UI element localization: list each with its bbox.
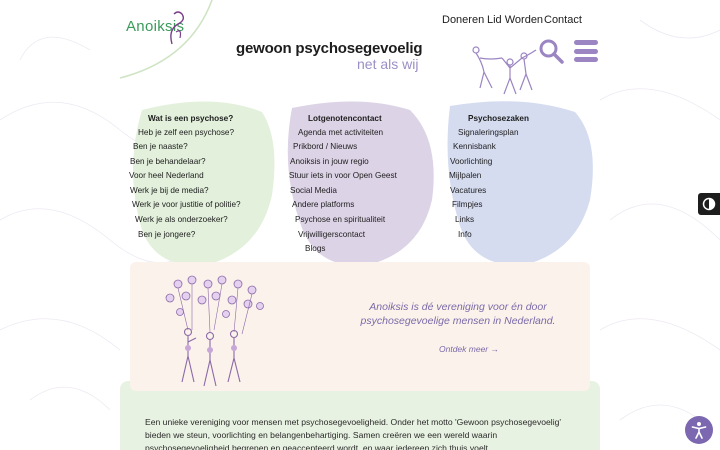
menu-item[interactable]: Werk je voor justitie of politie?	[132, 200, 241, 209]
hero-text: Anoiksis is dé vereniging voor én door p…	[360, 301, 556, 327]
tagline-sub: net als wij	[357, 56, 419, 72]
tagline-main: gewoon psychosegevoelig	[236, 40, 423, 57]
logo-text: Anoiksis	[126, 18, 185, 35]
menu-bar	[574, 40, 598, 45]
blue-blob	[447, 101, 593, 266]
ontdek-meer-link[interactable]: Ontdek meer →	[439, 344, 499, 354]
menu-item[interactable]: Voorlichting	[450, 157, 493, 166]
nav-lid-worden[interactable]: Lid Worden	[487, 14, 544, 26]
menu-item[interactable]: Links	[455, 215, 475, 224]
menu-item[interactable]: Werk je als onderzoeker?	[135, 215, 228, 224]
site-header: Anoiksis Doneren Lid Worden Contact gewo…	[0, 0, 720, 100]
menu-item[interactable]: Andere platforms	[292, 200, 355, 209]
menu-item[interactable]: Psychose en spiritualiteit	[295, 215, 386, 224]
intro-text: Een unieke vereniging voor mensen met ps…	[145, 417, 562, 450]
search-icon[interactable]	[538, 38, 564, 64]
menu-item[interactable]: Ben je jongere?	[138, 230, 196, 239]
green-blob	[133, 101, 275, 266]
menu-title-psychosezaken[interactable]: Psychosezaken	[468, 114, 529, 123]
menu-item[interactable]: Anoiksis in jouw regio	[290, 157, 369, 166]
menu-item[interactable]: Prikbord / Nieuws	[293, 142, 358, 151]
menu-title-wat-is-een-psychose[interactable]: Wat is een psychose?	[148, 114, 234, 123]
menu-item[interactable]: Mijlpalen	[449, 171, 482, 180]
contrast-toggle-button[interactable]	[698, 193, 720, 215]
menu-item[interactable]: Werk je bij de media?	[130, 186, 209, 195]
menu-item[interactable]: Vacatures	[450, 186, 487, 195]
menu-item[interactable]: Voor heel Nederland	[129, 171, 204, 180]
menu-item[interactable]: Ben je behandelaar?	[130, 157, 206, 166]
contrast-toggle-icon	[702, 197, 716, 211]
nav-doneren[interactable]: Doneren	[442, 14, 485, 26]
menu-item[interactable]: Social Media	[290, 186, 337, 195]
hamburger-menu-icon[interactable]	[574, 40, 598, 62]
logo-swirl-icon	[170, 11, 185, 45]
menu-bar	[574, 48, 598, 54]
menu-item[interactable]: Info	[458, 230, 472, 239]
accessibility-button[interactable]	[685, 416, 713, 444]
dancing-figures-illustration	[472, 46, 537, 95]
menu-item[interactable]: Stuur iets in voor Open Geest	[289, 171, 397, 180]
menu-item[interactable]: Ben je naaste?	[133, 142, 188, 151]
menu-item[interactable]: Filmpjes	[452, 200, 483, 209]
top-navigation: Doneren Lid Worden Contact	[0, 14, 720, 30]
nav-contact[interactable]: Contact	[544, 14, 582, 26]
purple-blob	[287, 101, 434, 266]
menu-item[interactable]: Kennisbank	[453, 142, 496, 151]
menu-item[interactable]: Signaleringsplan	[458, 128, 519, 137]
logo-arc-decoration	[119, 0, 213, 79]
intro-section: Een unieke vereniging voor mensen met ps…	[120, 381, 600, 450]
people-with-balloons-illustration	[165, 275, 264, 387]
menu-item[interactable]: Agenda met activiteiten	[298, 128, 384, 137]
logo[interactable]: Anoiksis	[126, 18, 184, 35]
hero-banner: Anoiksis is dé vereniging voor én door p…	[130, 262, 590, 391]
accessibility-person-icon	[691, 422, 707, 439]
menu-bar	[574, 57, 598, 62]
menu-item[interactable]: Vrijwilligerscontact	[298, 230, 366, 239]
menu-title-lotgenotencontact[interactable]: Lotgenotencontact	[308, 114, 382, 123]
menu-item[interactable]: Blogs	[305, 244, 326, 253]
menu-item[interactable]: Heb je zelf een psychose?	[138, 128, 235, 137]
